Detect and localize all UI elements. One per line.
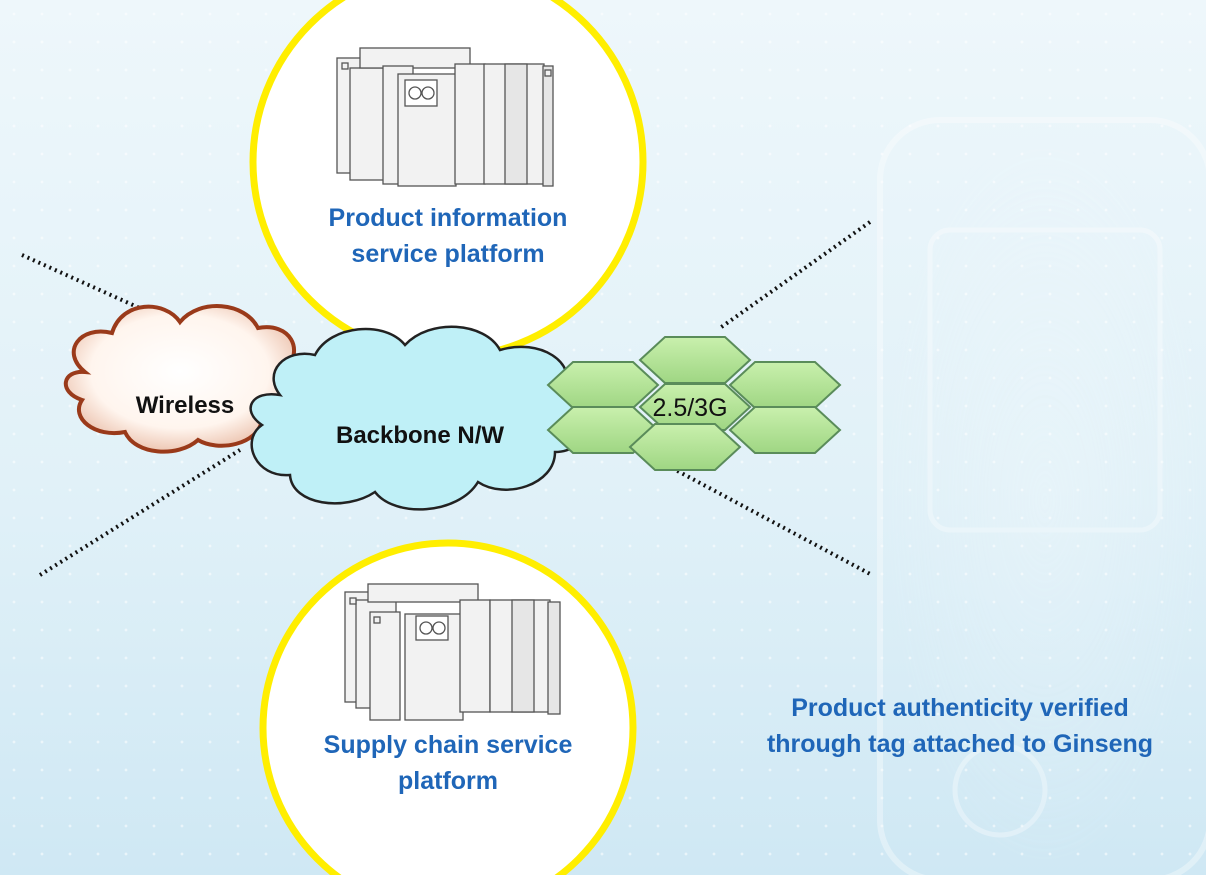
bottom-platform-label-line1: Supply chain service xyxy=(323,731,573,759)
top-platform-node xyxy=(249,0,647,361)
bottom-platform-label-line2: platform xyxy=(398,767,498,795)
wireless-label: Wireless xyxy=(135,392,235,419)
top-platform-label: Product information service platform xyxy=(278,200,618,272)
dotted-connection-lines xyxy=(21,220,873,577)
hex-cell xyxy=(728,406,842,454)
mobile-hex-cluster xyxy=(546,336,842,471)
connector-line-lower-left xyxy=(38,448,242,577)
bottom-platform-node xyxy=(259,539,637,875)
top-platform-label-line1: Product information xyxy=(328,204,568,232)
verification-note-line1: Product authenticity verified xyxy=(791,694,1129,722)
connector-line-lower-right xyxy=(671,466,873,577)
hex-cell xyxy=(638,336,752,384)
top-platform-label-line2: service platform xyxy=(351,240,545,268)
connector-line-upper-right xyxy=(718,220,872,330)
backbone-label: Backbone N/W xyxy=(335,422,505,449)
server-rack-icon xyxy=(344,583,561,721)
verification-note: Product authenticity verified through ta… xyxy=(715,690,1205,762)
background-phone-watermark xyxy=(877,117,1206,875)
verification-note-line2: through tag attached to Ginseng xyxy=(766,730,1154,758)
hex-cell xyxy=(628,423,742,471)
mobile-network-label: 2.5/3G xyxy=(652,394,728,422)
bottom-platform-label: Supply chain service platform xyxy=(278,727,618,799)
server-rack-icon xyxy=(336,47,554,187)
backbone-cloud xyxy=(249,325,588,511)
